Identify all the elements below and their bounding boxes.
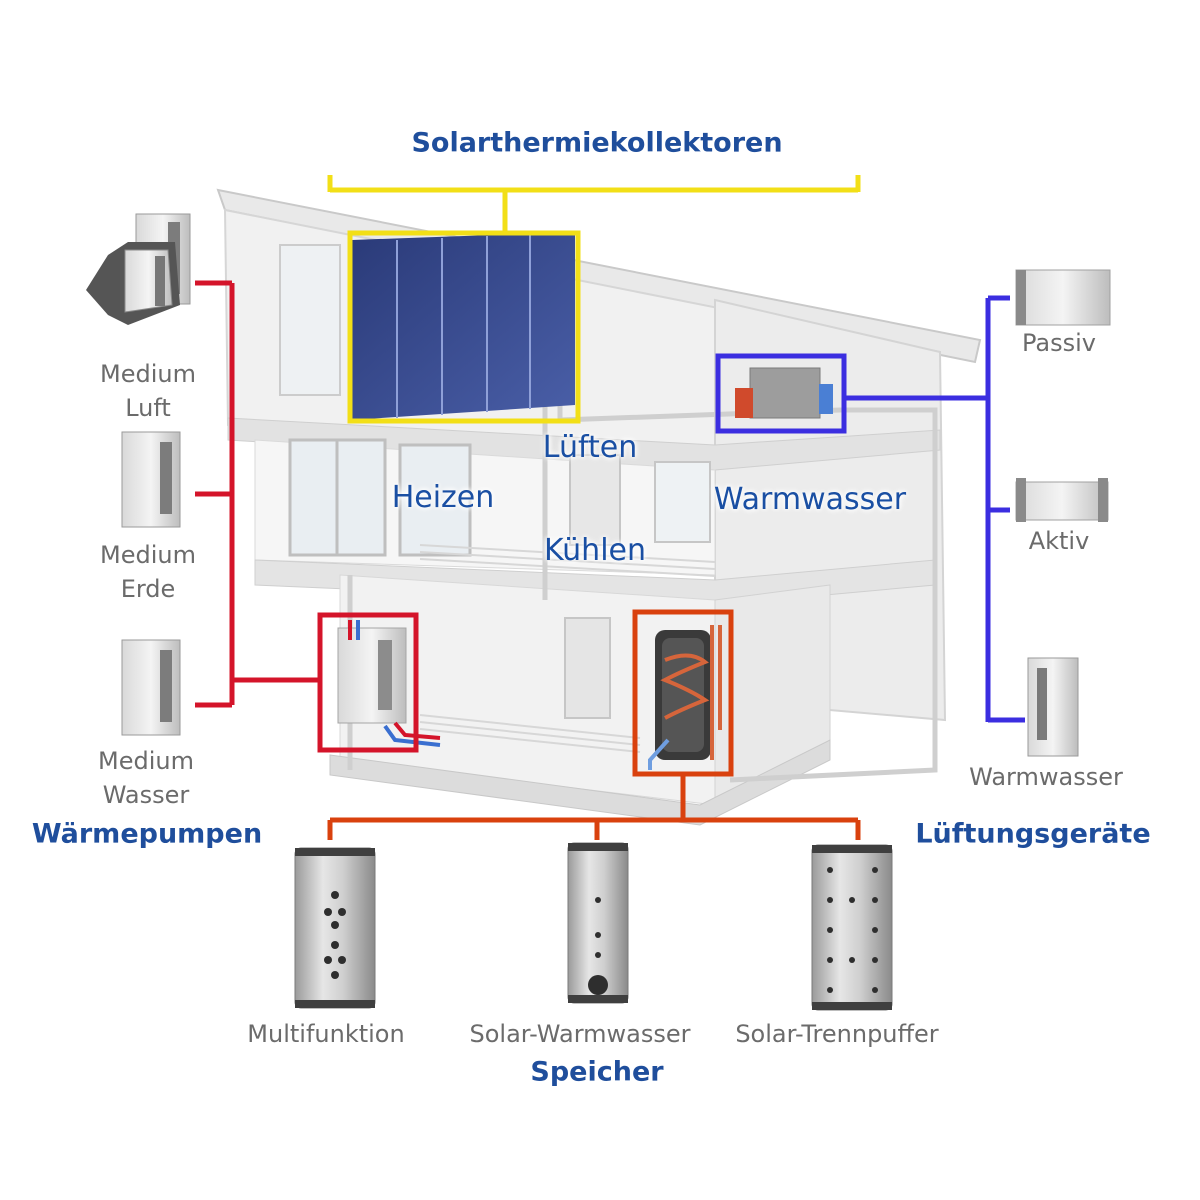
ventilation-active-image [1015,478,1109,522]
heat-pump-house [317,612,441,753]
solar-collectors-title: Solarthermiekollektoren [411,127,783,159]
ventilation-title: Lüftungsgeräte [915,818,1151,850]
tank-solar-warmwasser-label: Solar-Warmwasser [469,1020,691,1048]
tank-solar-trennpuffer-label: Solar-Trennpuffer [735,1020,939,1048]
heat-pump-earth-image [121,431,181,528]
ventilation-passive-label: Passiv [1022,329,1096,357]
tank-solar-warmwasser-image [567,842,629,1004]
ventilation-unit-house [715,353,847,434]
label-lueften: Lüften [542,430,638,465]
ventilation-connector [844,295,1025,723]
heat-pump-earth-line1: Medium [100,541,196,569]
heat-pump-air-image [86,213,191,325]
heat-pump-air-line2: Luft [125,394,171,422]
storage-title: Speicher [530,1056,664,1088]
heat-pumps-title: Wärmepumpen [31,818,263,850]
storage-tank-house [632,609,734,777]
tank-multifunktion-label: Multifunktion [247,1020,405,1048]
tank-multifunktion-image [294,847,376,1009]
label-kuehlen: Kühlen [543,533,647,568]
solar-collector [327,175,861,424]
heat-pump-air-line1: Medium [100,360,196,388]
ventilation-active-label: Aktiv [1028,527,1090,555]
heat-pump-earth-line2: Erde [120,575,176,603]
ventilation-passive-image [1015,269,1111,326]
heat-pump-water-label: Medium Wasser [98,744,194,812]
heat-pump-water-image [121,639,181,736]
heat-pump-connector [195,280,320,708]
ventilation-warmwater-image [1027,657,1079,757]
house [216,188,982,826]
heat-pump-earth-label: Medium Erde [100,538,196,606]
tank-solar-trennpuffer-image [811,844,893,1011]
heat-pump-water-line2: Wasser [102,781,190,809]
heat-pump-water-line1: Medium [98,747,194,775]
ventilation-warmwater-label: Warmwasser [969,763,1123,791]
label-warmwasser-house: Warmwasser [713,482,907,517]
label-heizen: Heizen [391,480,495,515]
heat-pump-air-label: Medium Luft [100,357,196,425]
storage-connector [327,774,861,840]
